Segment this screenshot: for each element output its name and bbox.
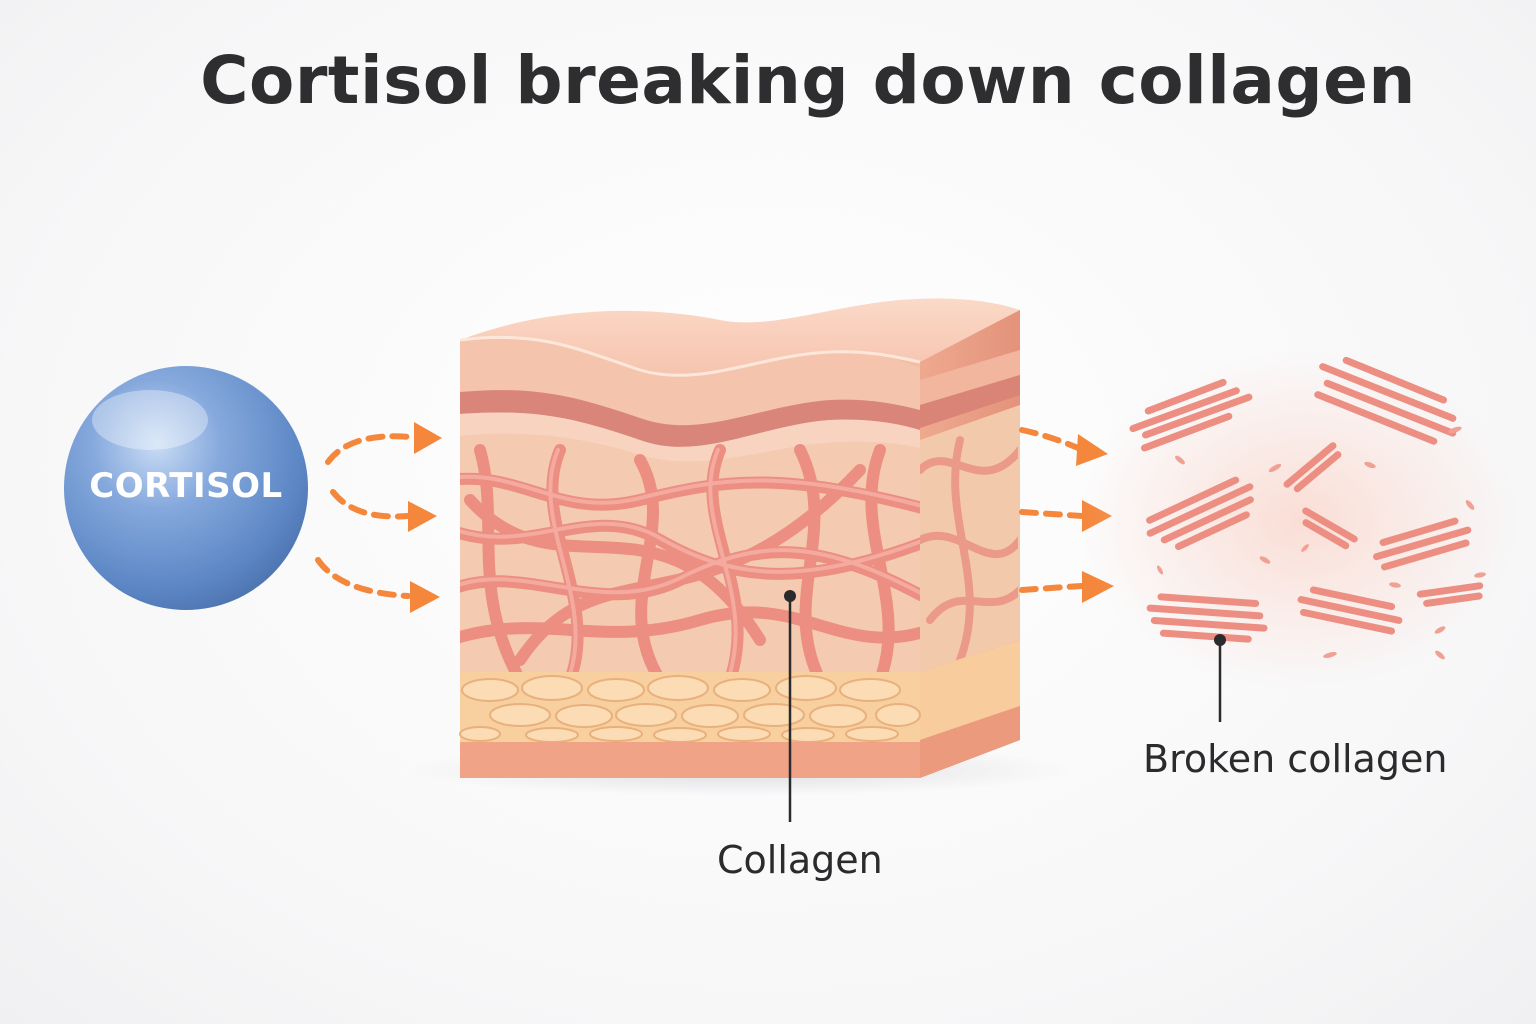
basal-layer (460, 390, 920, 447)
diagram-title: Cortisol breaking down collagen (200, 42, 1416, 119)
fragment-cluster-8 (1297, 586, 1403, 635)
arrow-in-2 (330, 489, 411, 520)
side-stratum-2 (920, 375, 1020, 428)
arrow-out-3 (1019, 583, 1085, 593)
broken-collagen-pointer (1214, 634, 1226, 722)
fat-cells (459, 675, 921, 743)
collagen-label: Collagen (717, 838, 883, 882)
collagen-pointer (784, 590, 796, 822)
broken-collagen-label: Broken collagen (1143, 737, 1448, 781)
fragment-cluster-1 (1129, 378, 1253, 452)
cortisol-sphere (64, 366, 308, 610)
surface-edge (459, 335, 921, 377)
arrow-out-1 (1019, 427, 1081, 451)
fragment-cluster-7 (1146, 593, 1268, 643)
arrow-out-2 (1019, 509, 1085, 519)
cortisol-label: CORTISOL (89, 466, 283, 506)
side-collagen-fibers (920, 436, 1018, 664)
collagen-fiber-highlights (460, 448, 920, 672)
incoming-arrowheads (408, 422, 442, 613)
papillary-layer (460, 412, 920, 462)
fragment-cluster-6 (1373, 517, 1472, 571)
fragment-cluster-3 (1146, 476, 1254, 551)
arrowhead-in-3 (410, 581, 440, 613)
fragment-cluster-5 (1302, 507, 1358, 550)
side-stratum-1 (920, 350, 1020, 405)
fragment-cluster-9 (1416, 582, 1484, 607)
arrow-in-3 (315, 557, 411, 599)
broken-collagen-fragments (1129, 356, 1484, 643)
arrowhead-in-1 (414, 422, 442, 454)
fragment-shards (1156, 426, 1486, 660)
side-base (920, 706, 1020, 778)
arrowhead-out-1 (1076, 434, 1108, 466)
fragment-cluster-2 (1314, 356, 1457, 445)
side-fat (920, 640, 1020, 740)
hypodermis-base (460, 742, 920, 778)
arrowhead-in-2 (408, 501, 437, 532)
skin-cross-section (459, 298, 1020, 778)
fragment-cluster-4 (1283, 442, 1342, 493)
cortisol-molecule (64, 366, 308, 610)
incoming-arrows (315, 433, 413, 599)
arrow-in-1 (325, 433, 413, 465)
sphere-highlight (92, 390, 208, 450)
outgoing-arrows (1019, 427, 1085, 593)
